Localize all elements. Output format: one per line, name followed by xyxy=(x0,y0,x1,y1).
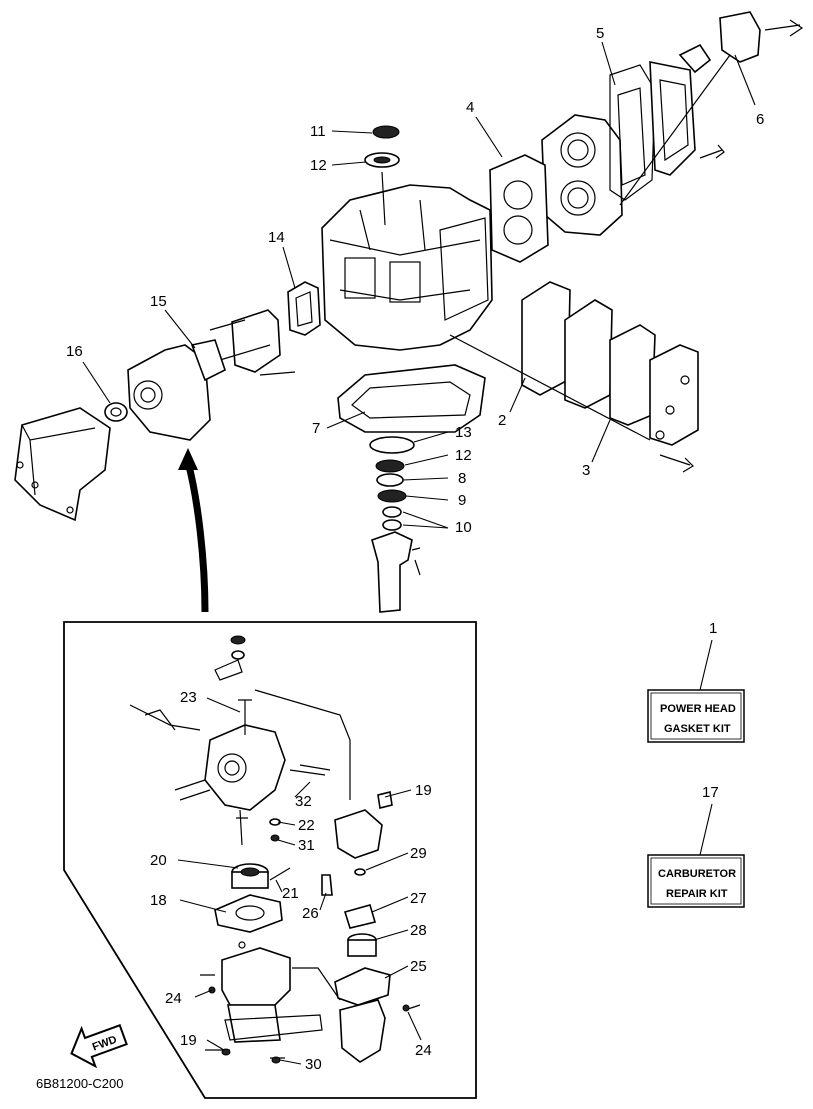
callout-8: 8 xyxy=(458,470,466,487)
callout-9: 9 xyxy=(458,492,466,509)
callout-14: 14 xyxy=(268,229,285,246)
callout-10: 10 xyxy=(455,519,472,536)
callout-30: 30 xyxy=(305,1056,322,1073)
callout-11: 11 xyxy=(310,123,326,140)
callout-12-lower: 12 xyxy=(455,447,472,464)
callout-numbers: 11 12 4 5 6 14 15 16 7 13 12 8 9 10 2 3 … xyxy=(66,25,764,1073)
power-head-kit-group: 1 POWER HEAD GASKET KIT xyxy=(647,620,745,743)
callout-19-upper: 19 xyxy=(415,782,432,799)
callout-3: 3 xyxy=(582,462,590,479)
inset-frame xyxy=(63,621,477,1099)
callout-23: 23 xyxy=(180,689,197,706)
power-head-assembly xyxy=(14,11,804,613)
callout-27: 27 xyxy=(410,890,427,907)
callout-32: 32 xyxy=(295,793,312,810)
callout-21: 21 xyxy=(282,885,299,902)
carburetor-repair-kit-box xyxy=(647,854,745,908)
kit-17-ref: 17 xyxy=(702,784,719,801)
power-head-kit-line1: POWER HEAD xyxy=(660,703,736,715)
callout-13: 13 xyxy=(455,424,472,441)
diagram-code: 6B81200-C200 xyxy=(36,1076,123,1091)
callout-20: 20 xyxy=(150,852,167,869)
carburetor-kit-line1: CARBURETOR xyxy=(658,868,736,880)
callout-16: 16 xyxy=(66,343,83,360)
callout-18: 18 xyxy=(150,892,167,909)
carburetor-inset: FWD xyxy=(63,621,477,1099)
callout-19-lower: 19 xyxy=(180,1032,197,1049)
callout-7: 7 xyxy=(312,420,320,437)
carburetor-kit-line2: REPAIR KIT xyxy=(666,888,728,900)
callout-2: 2 xyxy=(498,412,506,429)
callout-12-upper: 12 xyxy=(310,157,327,174)
callout-28: 28 xyxy=(410,922,427,939)
carburetor-kit-group: 17 CARBURETOR REPAIR KIT xyxy=(647,784,745,908)
callout-24-right: 24 xyxy=(415,1042,432,1059)
callout-5: 5 xyxy=(596,25,604,42)
fwd-arrow: FWD xyxy=(70,1024,128,1069)
callout-29: 29 xyxy=(410,845,427,862)
callout-22: 22 xyxy=(298,817,315,834)
callout-4: 4 xyxy=(466,99,474,116)
upper-leader-lines xyxy=(82,41,756,529)
callout-15: 15 xyxy=(150,293,167,310)
callout-6: 6 xyxy=(756,111,764,128)
power-head-kit-line2: GASKET KIT xyxy=(664,723,731,735)
callout-26: 26 xyxy=(302,905,319,922)
callout-25: 25 xyxy=(410,958,427,975)
power-head-gasket-kit-box xyxy=(647,689,745,743)
kit-1-ref: 1 xyxy=(709,620,717,637)
inset-leader-lines xyxy=(177,697,422,1065)
callout-24-left: 24 xyxy=(165,990,182,1007)
callout-31: 31 xyxy=(298,837,315,854)
